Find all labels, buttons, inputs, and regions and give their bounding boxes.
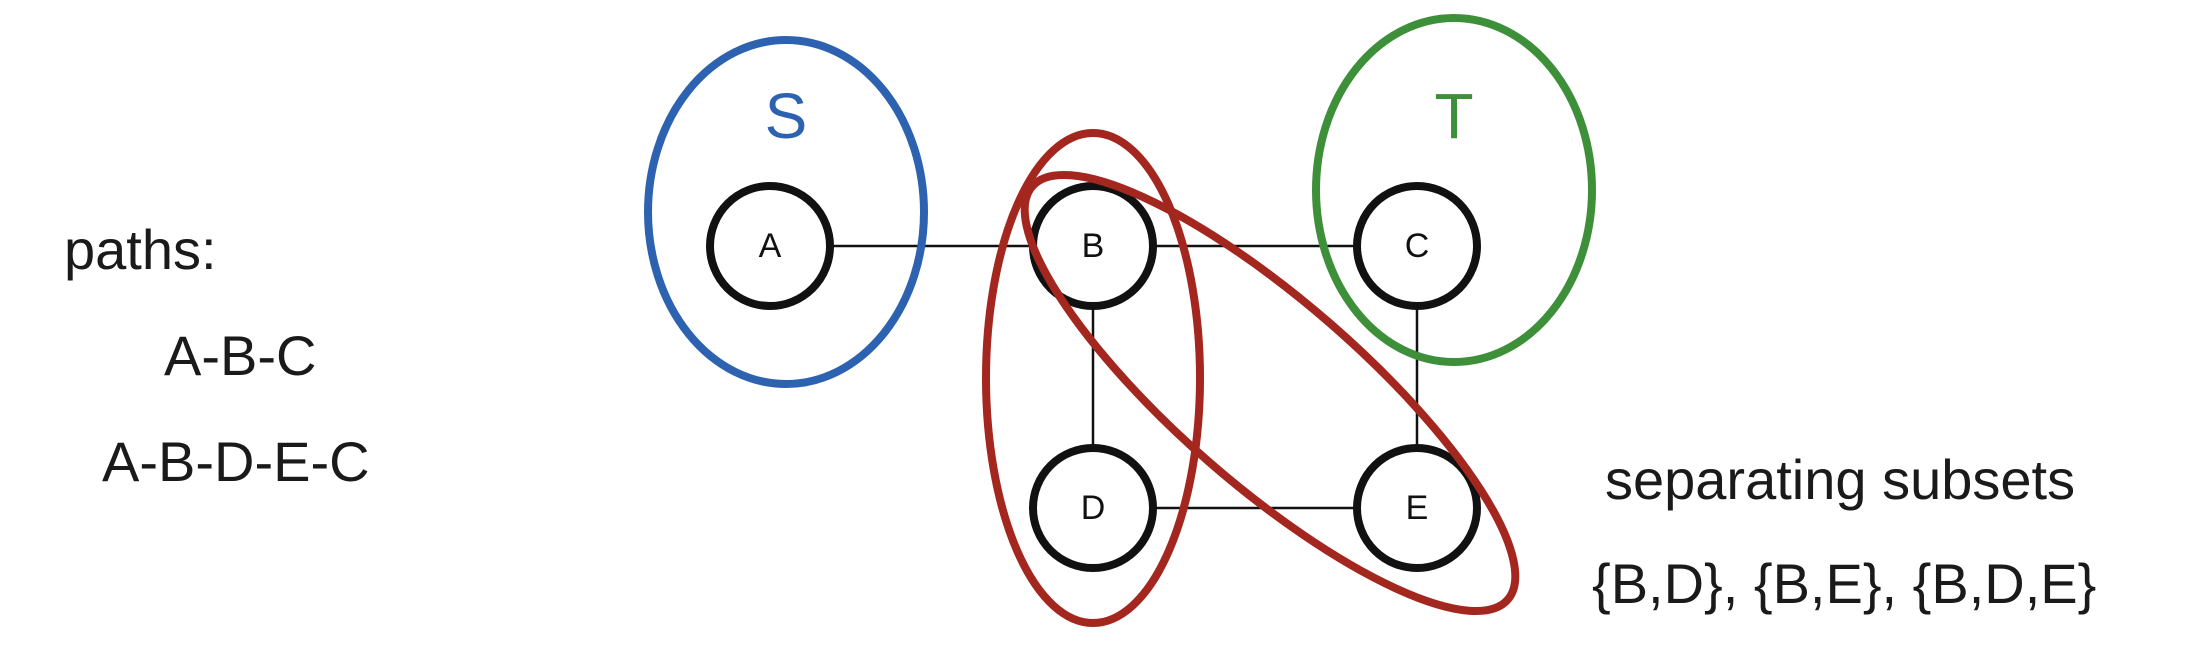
subset-bde-outline [1020,170,1520,616]
node-label: B [1082,227,1105,265]
node-c: C [1353,182,1481,310]
separating-subsets-outlines [982,129,1520,627]
node-label: D [1081,489,1106,527]
group-t: T [1312,14,1596,366]
node-a: A [706,182,834,310]
group-t-label: T [1434,80,1473,152]
node-d: D [1029,444,1157,572]
node-label: A [759,227,782,265]
group-s: S [644,36,928,388]
node-label: E [1406,489,1429,527]
separating-subsets-heading: separating subsets [1605,448,2076,511]
path-item: A-B-D-E-C [102,430,370,493]
node-e: E [1353,444,1481,572]
group-s-label: S [765,80,808,152]
node-label: C [1405,227,1430,265]
path-item: A-B-C [164,324,317,387]
paths-heading: paths: [64,218,217,281]
separating-subsets-list: {B,D}, {B,E}, {B,D,E} [1592,552,2097,615]
subset-bd-outline [982,129,1204,627]
